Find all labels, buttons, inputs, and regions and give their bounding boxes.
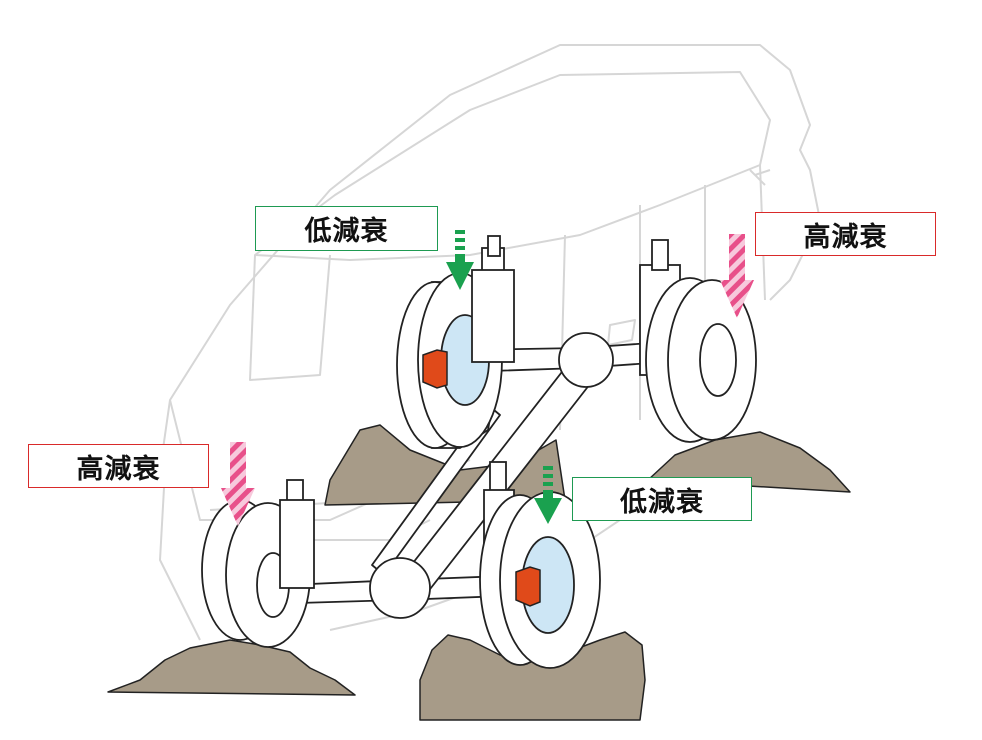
wheel-front-left (396, 235, 515, 449)
label-front-left-low-damping: 低減衰 (255, 206, 438, 251)
label-rear-left-high-damping: 高減衰 (28, 444, 209, 488)
wheel-rear-right (639, 239, 757, 443)
pink-arrow-icon (720, 234, 754, 318)
wheel-front-right (479, 461, 601, 669)
label-rear-right-high-damping: 高減衰 (755, 212, 936, 256)
wheel-rear-left (201, 479, 315, 648)
label-front-right-low-damping: 低減衰 (572, 477, 752, 521)
vehicle-body-outline (159, 44, 821, 641)
pink-arrow-icon (221, 442, 255, 526)
green-arrow-icon (446, 230, 474, 290)
green-arrow-icon (534, 466, 562, 524)
